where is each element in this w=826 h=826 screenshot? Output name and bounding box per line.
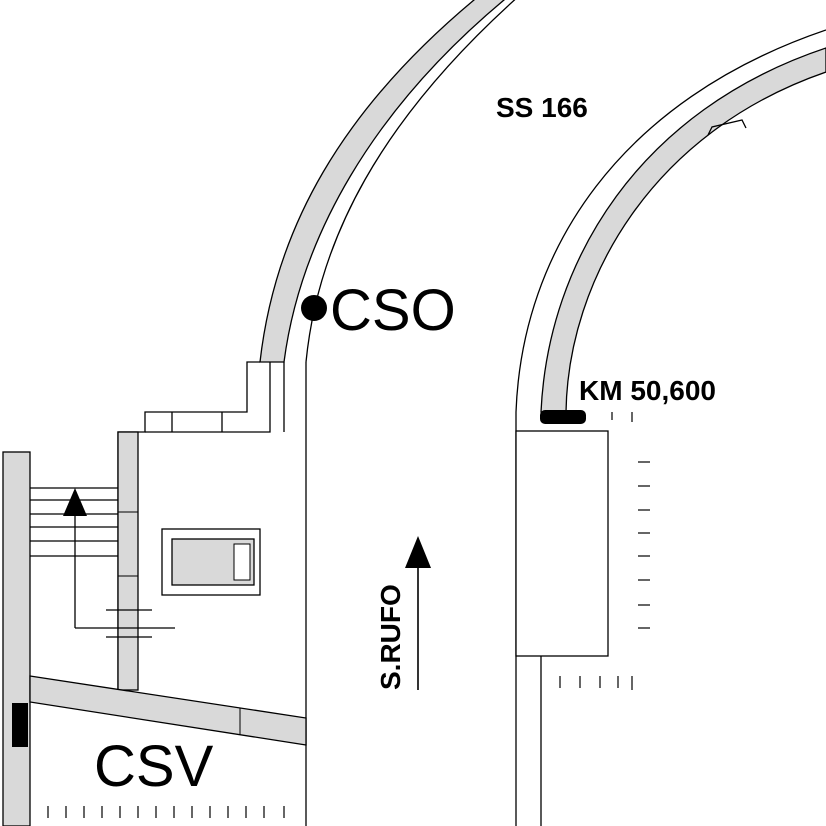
cso-point-icon	[301, 295, 327, 321]
bottom-ticks	[47, 806, 285, 818]
direction-arrow-icon	[405, 536, 431, 568]
machine-inner	[233, 543, 251, 581]
slanted-band	[29, 675, 307, 746]
right-ticks	[559, 412, 650, 690]
road-edge-right-outer	[515, 29, 826, 413]
km-label: KM 50,600	[579, 375, 716, 406]
building-step-inner	[145, 362, 285, 433]
left-strip	[2, 451, 31, 826]
left-strip-marker	[12, 703, 28, 747]
building-step-outline	[117, 361, 260, 690]
cso-label: CSO	[330, 278, 456, 343]
road-notch	[707, 119, 747, 136]
csv-label: CSV	[94, 734, 214, 799]
direction-label: S.RUFO	[375, 584, 406, 690]
column-left	[117, 431, 139, 691]
road-curve-left	[259, 0, 506, 363]
road-label: SS 166	[496, 92, 588, 123]
km-marker-bar	[540, 410, 586, 424]
road-curve-right	[540, 47, 826, 413]
arrow-up-icon	[63, 488, 87, 516]
building-right	[515, 430, 609, 657]
